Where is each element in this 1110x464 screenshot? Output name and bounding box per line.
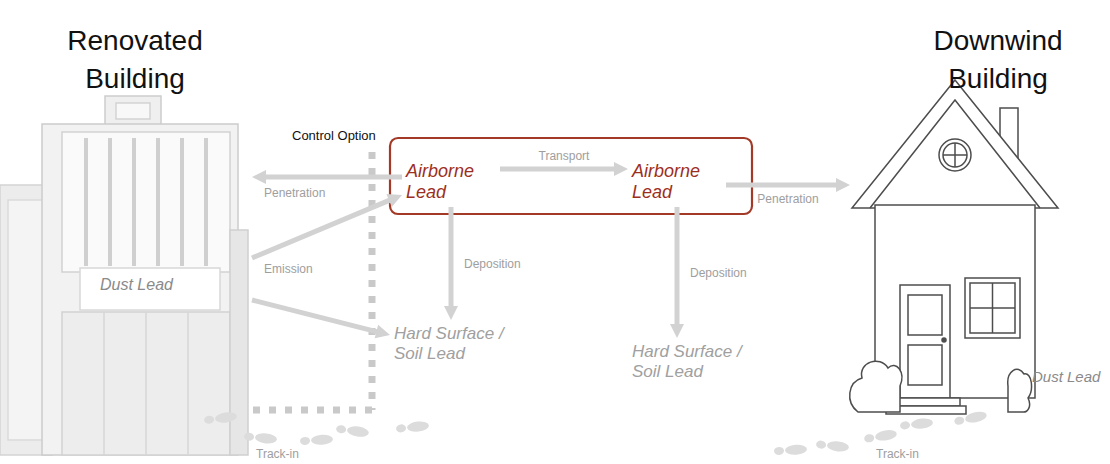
arrow-head (252, 170, 266, 184)
base-lines (104, 312, 188, 455)
tower-wing (230, 230, 248, 455)
footprint (300, 434, 334, 446)
track-in-label: Track-in (256, 448, 299, 462)
window-inner (970, 283, 1015, 333)
airborne-lead: Airborne Lead (402, 157, 500, 207)
tower-facade (62, 132, 230, 272)
footprint (953, 410, 987, 427)
facade-bar (156, 138, 160, 266)
footprint (774, 444, 808, 456)
arrow-head (836, 178, 850, 192)
building-heading: Renovated Building (35, 22, 235, 98)
footprint (900, 417, 934, 430)
hard-surface-soil-lead: Hard Surface / Soil Lead (390, 320, 520, 368)
airborne-lead-frame (390, 138, 752, 214)
flow-arrow (252, 170, 402, 184)
step (892, 398, 960, 406)
roof-cap (105, 96, 161, 126)
base-line (187, 312, 189, 455)
renovated-building: Renovated BuildingDust Lead (0, 0, 252, 455)
footprint (396, 420, 430, 433)
soil-lead-text: Hard Surface / Soil Lead (632, 342, 754, 382)
arrow-shaft (726, 183, 838, 188)
footprint (863, 428, 897, 444)
edge-label: Deposition (462, 257, 523, 271)
hard-surface-soil-lead: Hard Surface / Soil Lead (628, 338, 758, 386)
roof-inner (870, 100, 1040, 208)
flow-arrow (726, 178, 850, 192)
tower-body (42, 124, 238, 455)
bush (1008, 369, 1032, 412)
footprint (244, 431, 278, 444)
facade-bar (180, 138, 184, 266)
arrow-head (375, 325, 390, 339)
footprints (203, 410, 987, 456)
edge-label: Penetration (755, 192, 820, 206)
edge-label: Emission (262, 262, 315, 276)
side-block-panel (8, 200, 44, 440)
dotted-line (245, 407, 372, 414)
facade-band (80, 268, 220, 310)
airborne-lead: Airborne Lead (628, 157, 726, 207)
footprint (335, 424, 369, 438)
base-line (103, 312, 105, 455)
dust-lead-label: Dust Lead (100, 276, 173, 294)
arrow-shaft (264, 175, 402, 180)
facade-bar (108, 138, 112, 266)
track-in-label: Track-in (876, 448, 919, 462)
round-window-inner (943, 143, 967, 167)
downwind-building: Downwind BuildingDust Lead (850, 0, 1108, 455)
door-panel (908, 345, 942, 385)
flow-arrow (670, 207, 684, 338)
facade-bar (132, 138, 136, 266)
arrow-head (614, 162, 628, 176)
base-line (145, 312, 147, 455)
window-cross (970, 307, 1015, 309)
control-option-label: Control Option (292, 129, 376, 144)
airborne-lead-text: Airborne Lead (406, 161, 496, 203)
soil-lead-text: Hard Surface / Soil Lead (394, 324, 516, 364)
dust-lead-label: Dust Lead (1032, 368, 1100, 385)
arrow-shaft (675, 207, 680, 326)
airborne-lead-text: Airborne Lead (632, 161, 722, 203)
roof (852, 80, 1058, 208)
flow-arrow (252, 194, 402, 258)
door (900, 285, 950, 398)
tower-base (62, 312, 230, 455)
arrow-head (444, 306, 458, 320)
house-illustration (850, 80, 1058, 414)
round-window (939, 139, 971, 171)
arrow-shaft (252, 300, 378, 332)
facade-bars (86, 138, 206, 266)
arrow-head (670, 324, 684, 338)
window-cross (943, 154, 967, 156)
control-option-line (245, 152, 372, 410)
door-panel (908, 295, 942, 335)
arrow-shaft (449, 207, 454, 308)
arrow-shaft (252, 200, 391, 258)
building-heading: Downwind Building (898, 22, 1098, 98)
footprint (816, 439, 850, 452)
flow-arrow (500, 162, 628, 176)
window (965, 278, 1020, 338)
door-knob (942, 338, 946, 342)
edge-label: Penetration (262, 186, 327, 200)
edge-label: Transport (537, 149, 592, 163)
edge-label: Deposition (688, 266, 749, 280)
renovated-building-illustration (0, 96, 248, 455)
arrow-shaft (500, 167, 616, 172)
roof-cap-panel (116, 103, 150, 119)
footprint (203, 411, 237, 425)
arrow-head (386, 194, 402, 207)
facade-bar (204, 138, 208, 266)
bush (850, 361, 902, 412)
facade-bar (84, 138, 88, 266)
flow-arrow (252, 300, 390, 338)
flow-arrow (444, 207, 458, 320)
dotted-line (369, 152, 376, 410)
